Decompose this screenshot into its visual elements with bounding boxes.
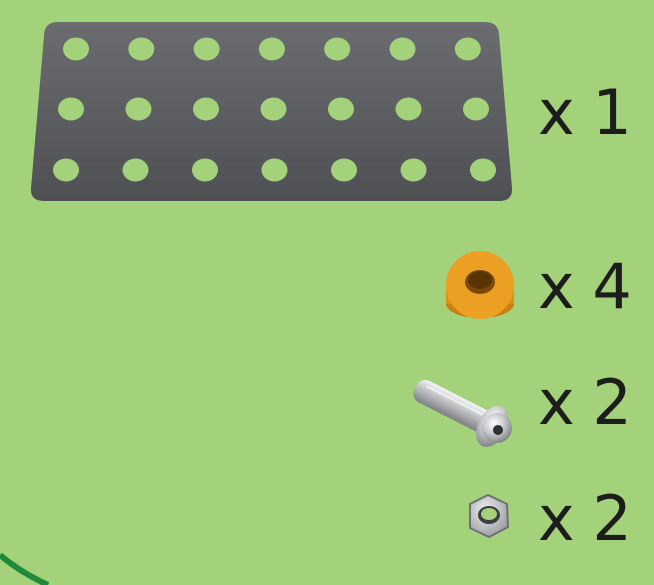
spacer-icon [446,251,514,319]
spacer-quantity: x 4 [538,256,631,318]
plate-hole [192,159,218,182]
plate-hole [194,38,220,61]
plate-hole [396,98,422,121]
plate-hole [401,159,427,182]
plate-hole [193,98,219,121]
nut-quantity: x 2 [538,488,631,550]
screw-quantity: x 2 [538,372,631,434]
plate-quantity: x 1 [538,82,631,144]
plate-hole [328,98,354,121]
plate-hole [128,38,154,61]
plate-icon [31,22,512,201]
plate-hole [123,159,149,182]
nut-icon [470,495,508,537]
corner-accent [0,555,48,585]
plate-hole [390,38,416,61]
plate-hole [53,159,79,182]
plate-hole [63,38,89,61]
plate-hole [58,98,84,121]
plate-hole [262,159,288,182]
plate-hole [324,38,350,61]
plate-hole [261,98,287,121]
plate-hole [259,38,285,61]
plate-hole [463,98,489,121]
plate-hole [455,38,481,61]
plate-hole [331,159,357,182]
plate-hole [470,159,496,182]
screw-icon [405,368,514,453]
plate-hole [126,98,152,121]
